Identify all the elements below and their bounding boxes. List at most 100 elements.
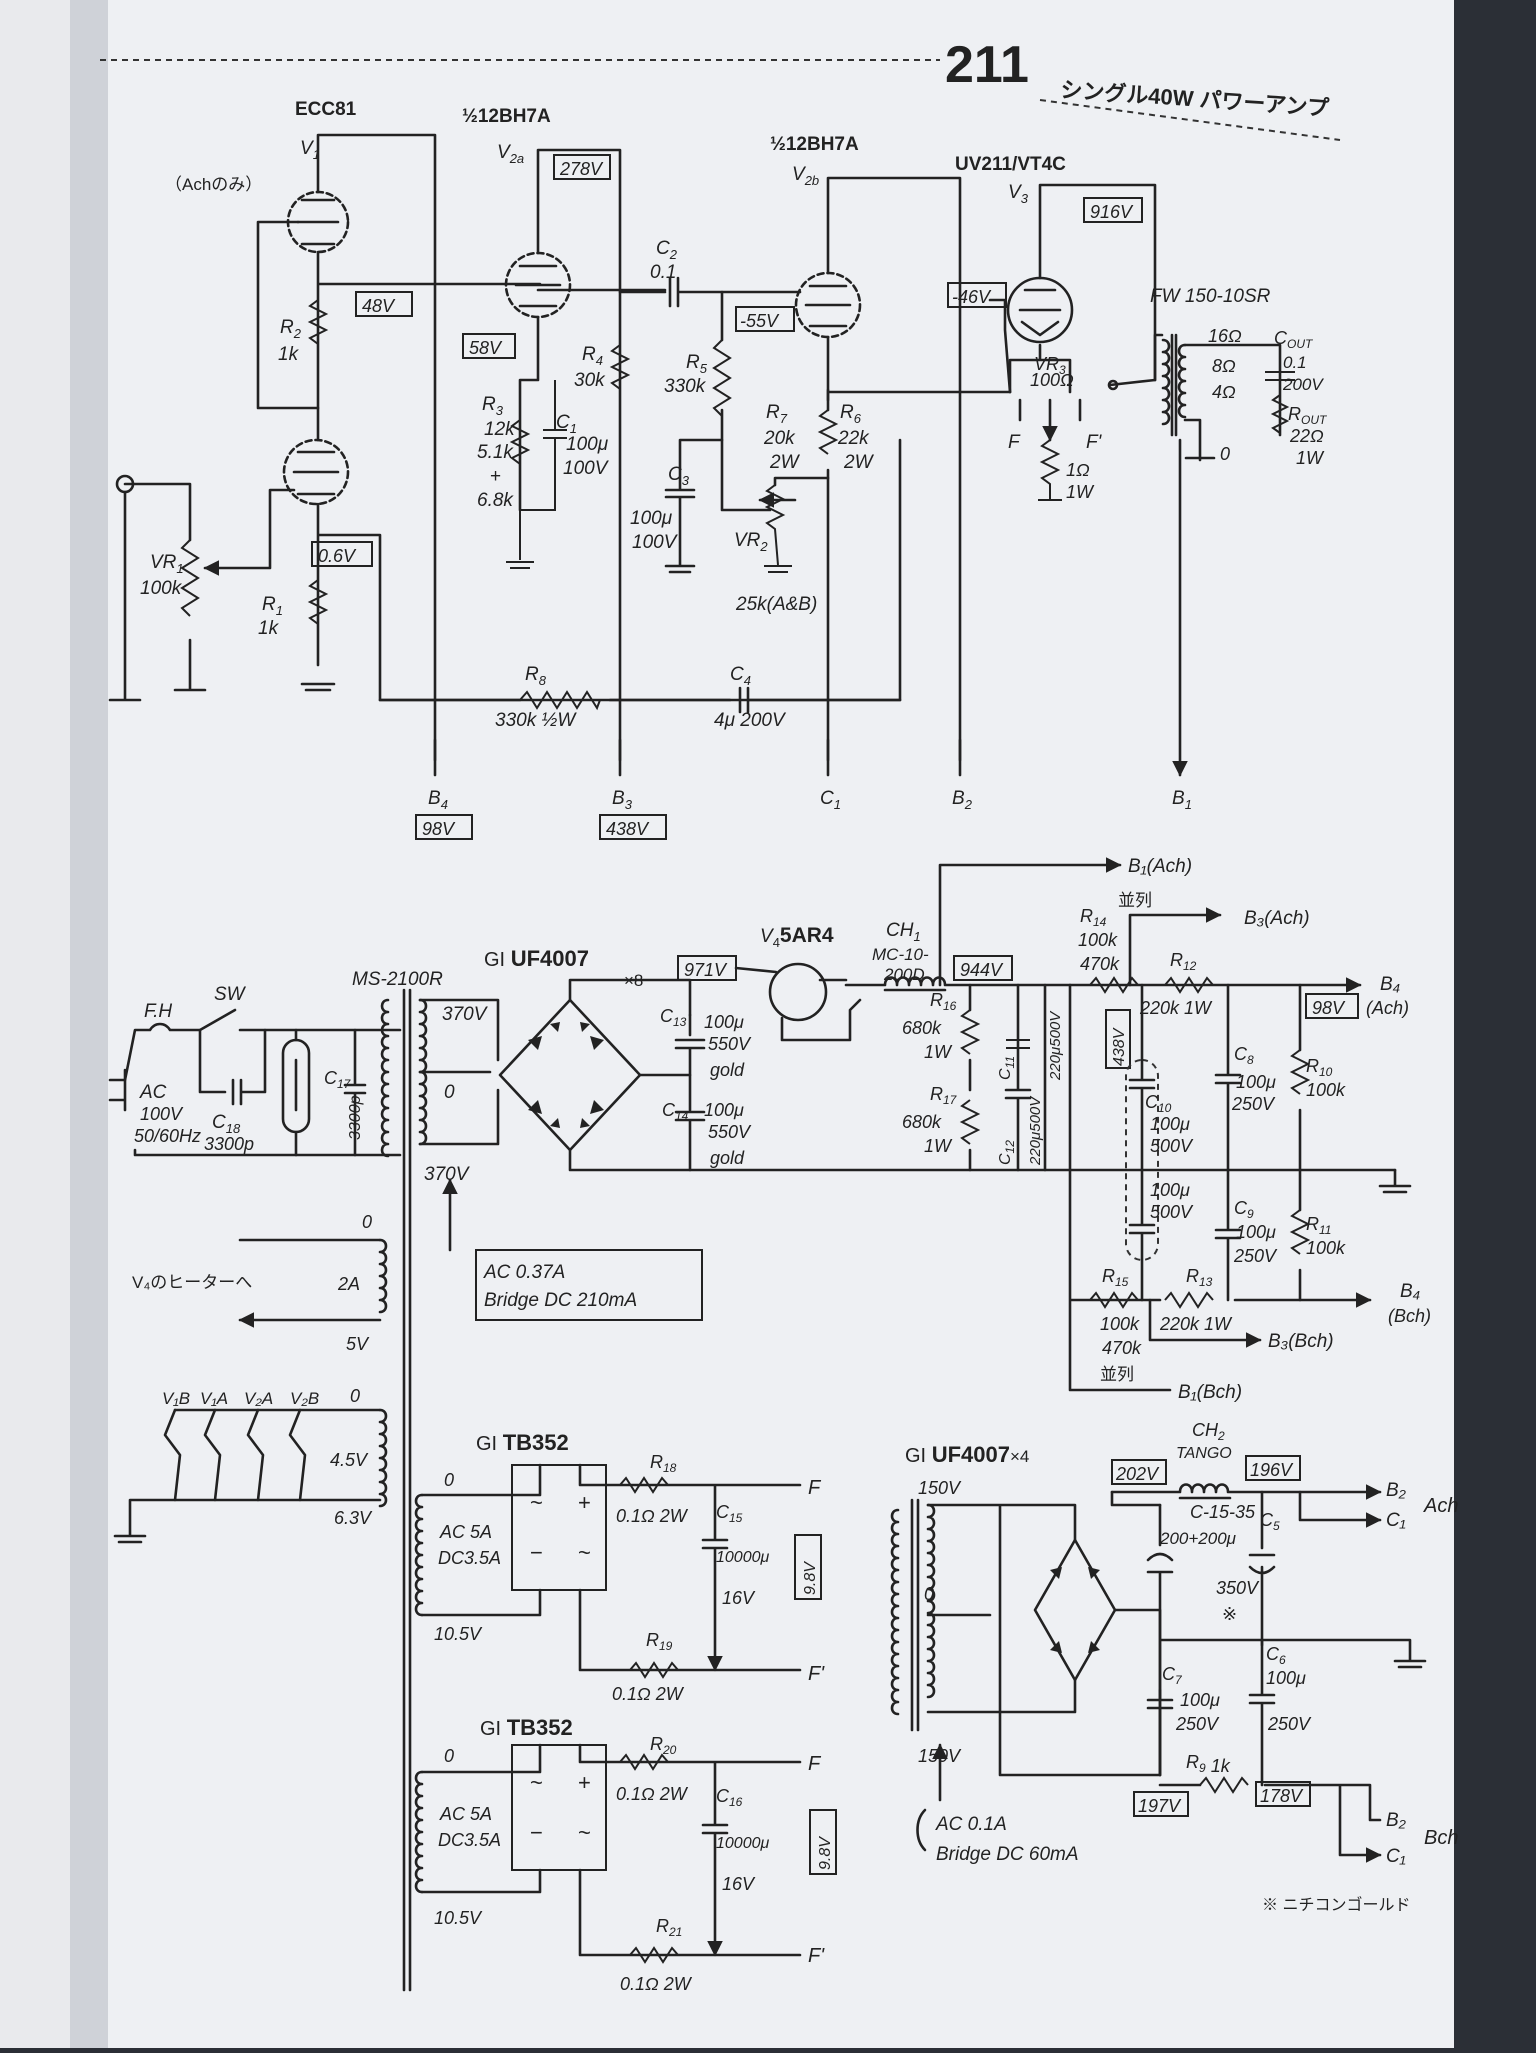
box-c-low1	[1133, 1791, 1189, 1817]
c12-value: 220μ500V	[1027, 1095, 1044, 1166]
fil1-bot: 10.5V	[434, 1624, 483, 1644]
b1-ach-label: B₁(Ach)	[1128, 856, 1192, 877]
r8-label: R8	[525, 664, 547, 688]
v3-f: F	[1008, 432, 1021, 453]
b4-ach-voltage: 98V	[1312, 998, 1346, 1018]
rail-arrows	[433, 438, 1180, 775]
r3-value-3: 6.8k	[477, 490, 514, 511]
bridge-wiring	[568, 978, 1397, 1172]
c18-label: C18	[212, 1112, 241, 1136]
r7-label: R7	[766, 402, 788, 426]
heater-filaments	[163, 1408, 307, 1502]
v3-grid	[988, 298, 1012, 394]
v2b-type: ½12BH7A	[770, 134, 859, 155]
r5-wiring	[720, 290, 772, 512]
b3-ach-line	[1128, 907, 1222, 987]
v4-heater-leads	[240, 1238, 382, 1320]
v1-upper-electrodes	[296, 198, 340, 246]
c18-capacitor	[198, 1028, 267, 1106]
v1-ref: V1	[300, 138, 320, 162]
c16-value-2: 16V	[722, 1874, 756, 1894]
fil1-plus: +	[578, 1490, 591, 1515]
vr1-pot[interactable]	[180, 539, 200, 617]
c10b-value-2: 500V	[1150, 1202, 1194, 1222]
ac-frequency: 50/60Hz	[134, 1126, 201, 1146]
b2-c1-ach	[1110, 1490, 1380, 1520]
bias-brand: GI UF4007×4	[905, 1442, 1029, 1467]
c8-c9	[1214, 983, 1242, 1302]
heater2-mid: 4.5V	[330, 1450, 369, 1470]
fil2-winding	[414, 1770, 424, 1894]
box-b4-ach	[1305, 993, 1359, 1019]
rail-c1: C1	[820, 788, 841, 812]
c3-value-1: 100μ	[630, 508, 673, 529]
r19-value: 0.1Ω 2W	[612, 1684, 685, 1704]
c2-label: C2	[656, 238, 678, 262]
c18-value: 3300p	[204, 1134, 254, 1154]
c-model: C-15-35	[1190, 1502, 1256, 1522]
bias-b2-ach: B₂	[1386, 1480, 1407, 1501]
c3-label: C3	[668, 464, 690, 488]
c-low2-voltage: 178V	[1260, 1786, 1304, 1806]
fil1-zero: 0	[444, 1470, 454, 1490]
fil2-ac: AC 5A	[439, 1804, 492, 1824]
v1-lower-triode	[282, 438, 350, 506]
bias-primary	[890, 1508, 900, 1716]
r4-resistor	[609, 344, 631, 390]
rail-b3: B3	[612, 788, 633, 812]
v2a-type: ½12BH7A	[462, 106, 551, 127]
c13-value-3: gold	[710, 1060, 745, 1080]
r3-resistor	[509, 419, 531, 465]
ch2-model: TANGO	[1176, 1445, 1232, 1462]
c11-value: 220μ500V	[1047, 1010, 1064, 1081]
c15-value-2: 16V	[722, 1588, 756, 1608]
ch1-choke	[844, 976, 1072, 987]
fil1-bridge	[511, 1464, 607, 1591]
r8-value: 330k ½W	[495, 710, 577, 731]
bias-ach-label: Ach	[1423, 1495, 1458, 1517]
b3-ach-label: B₃(Ach)	[1244, 908, 1310, 929]
b4-line	[316, 133, 437, 762]
r2-label: R2	[280, 317, 302, 341]
r3-plus: +	[490, 466, 501, 487]
v3-r-value: 1Ω	[1066, 460, 1090, 480]
vr3-value: 100Ω	[1030, 370, 1074, 390]
r15-value-2: 470k	[1102, 1338, 1142, 1358]
vr2-label: VR2	[734, 530, 768, 554]
c1-value-2: 100V	[563, 458, 610, 479]
mains-wiring	[123, 1008, 402, 1157]
r15-value-1: 100k	[1100, 1314, 1140, 1334]
b4-ach-label: B₄	[1380, 974, 1400, 995]
bias-secondary-wiring	[926, 1503, 1162, 1777]
c7-value-1: 100μ	[1180, 1690, 1220, 1710]
fil1-tilde-1: ~	[530, 1490, 543, 1515]
output-transformer-model: FW 150-10SR	[1150, 286, 1271, 307]
r20-value: 0.1Ω 2W	[616, 1784, 689, 1804]
heater-v1b: V₁B	[162, 1389, 190, 1408]
rout-value-1: 22Ω	[1289, 426, 1324, 446]
r3-value-1: 12k	[484, 419, 516, 440]
ch1-label: CH1	[886, 920, 921, 944]
pt-ac-current: AC 0.37A	[483, 1262, 565, 1283]
r16-value-1: 680k	[902, 1018, 942, 1038]
v2a-cathode-voltage: 58V	[469, 338, 503, 358]
c17-value: 3300p	[347, 1095, 364, 1140]
choke-out-voltage: 944V	[960, 960, 1004, 980]
r6-value-2: 2W	[843, 452, 875, 473]
b4-voltage: 98V	[422, 819, 456, 839]
bias-tap-top: 150V	[918, 1478, 962, 1498]
heater2-bot: 6.3V	[334, 1508, 373, 1528]
v4-rectifier	[768, 962, 828, 1022]
ch1-model-1: MC-10-	[872, 945, 929, 964]
rout-resistor	[1270, 394, 1290, 434]
bias-diodes	[1050, 1567, 1100, 1653]
b3-voltage: 438V	[606, 819, 650, 839]
bias-tap-mid: 0	[924, 1584, 934, 1604]
parallel-label-2: 並列	[1100, 1365, 1134, 1384]
c16-value-1: 10000μ	[716, 1835, 769, 1852]
r7-link	[773, 476, 830, 487]
b3-vert-voltage: 438V	[1111, 1027, 1128, 1066]
r9-resistor	[1199, 1776, 1249, 1794]
box-choke-out	[953, 955, 1013, 981]
